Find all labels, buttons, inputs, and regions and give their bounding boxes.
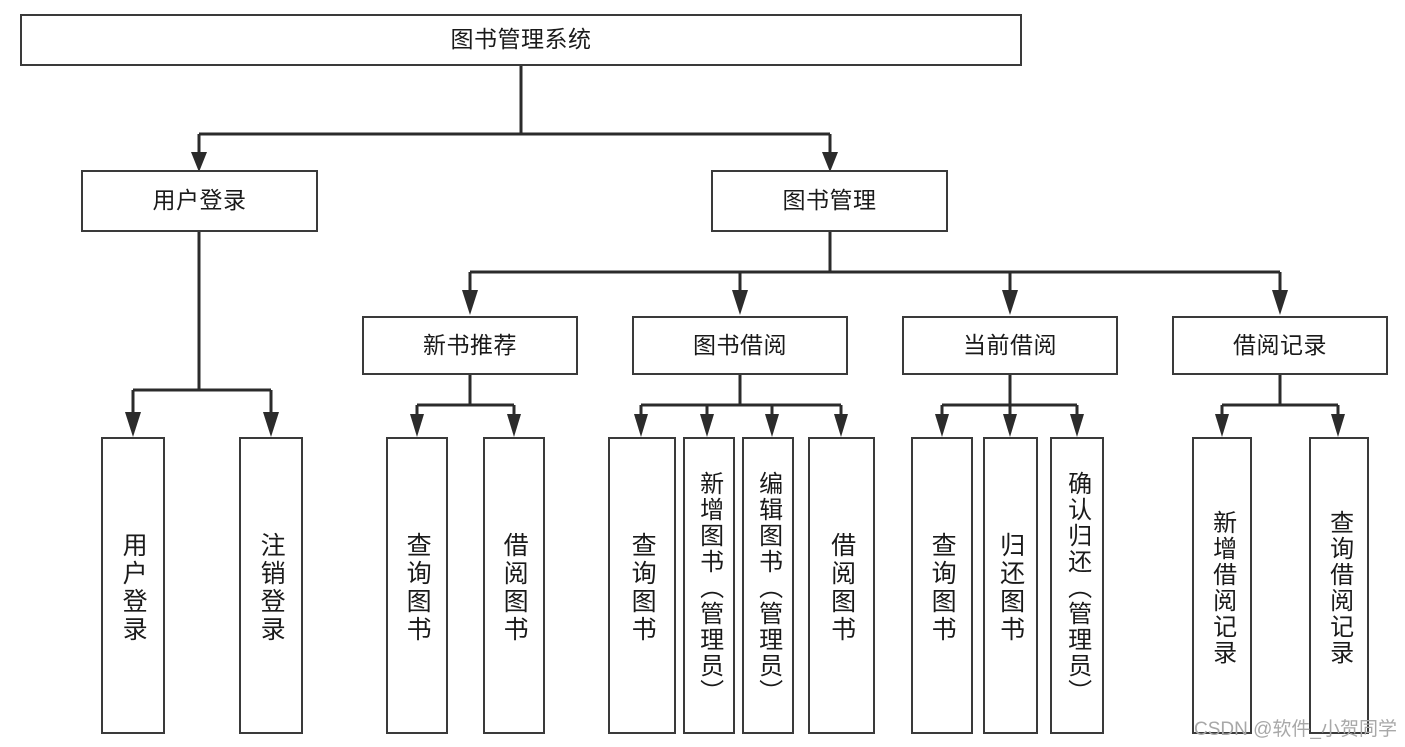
- node-label: 用户登录: [119, 531, 148, 644]
- leaf-book-borrow-borrow-book[interactable]: 借阅图书: [808, 437, 875, 734]
- node-label: 确认归还（管理员）: [1063, 470, 1091, 705]
- node-book-borrow[interactable]: 图书借阅: [632, 316, 848, 375]
- node-label: 归还图书: [996, 531, 1025, 644]
- leaf-current-borrow-return-book[interactable]: 归还图书: [983, 437, 1038, 734]
- node-label: 新增图书（管理员）: [695, 470, 723, 705]
- node-label: 借阅记录: [1233, 331, 1327, 358]
- node-label: 新书推荐: [423, 331, 517, 358]
- node-label: 查询图书: [403, 531, 432, 644]
- leaf-borrow-record-add-record[interactable]: 新增借阅记录: [1192, 437, 1252, 734]
- leaf-new-book-query-book[interactable]: 查询图书: [386, 437, 448, 734]
- leaf-borrow-record-query-record[interactable]: 查询借阅记录: [1309, 437, 1369, 734]
- node-label: 当前借阅: [963, 331, 1057, 358]
- node-label: 图书管理: [782, 187, 877, 214]
- node-user-login[interactable]: 用户登录: [81, 170, 318, 232]
- node-label: 编辑图书（管理员）: [754, 470, 782, 705]
- node-label: 查询图书: [628, 531, 657, 644]
- leaf-new-book-borrow-book[interactable]: 借阅图书: [483, 437, 545, 734]
- node-borrow-record[interactable]: 借阅记录: [1172, 316, 1388, 375]
- node-label: 查询借阅记录: [1325, 509, 1353, 666]
- node-book-management[interactable]: 图书管理: [711, 170, 948, 232]
- leaf-book-borrow-query-book[interactable]: 查询图书: [608, 437, 676, 734]
- node-label: 借阅图书: [500, 531, 529, 644]
- node-label: 用户登录: [152, 187, 247, 214]
- leaf-book-borrow-edit-book-admin[interactable]: 编辑图书（管理员）: [742, 437, 794, 734]
- node-current-borrow[interactable]: 当前借阅: [902, 316, 1118, 375]
- node-label: 查询图书: [928, 531, 957, 644]
- node-root-book-management-system[interactable]: 图书管理系统: [20, 14, 1022, 66]
- node-label: 借阅图书: [827, 531, 856, 644]
- node-label: 注销登录: [257, 531, 286, 644]
- leaf-book-borrow-add-book-admin[interactable]: 新增图书（管理员）: [683, 437, 735, 734]
- node-new-book-recommend[interactable]: 新书推荐: [362, 316, 578, 375]
- node-label: 新增借阅记录: [1208, 509, 1236, 666]
- leaf-user-login-login[interactable]: 用户登录: [101, 437, 165, 734]
- node-label: 图书管理系统: [450, 26, 592, 53]
- leaf-current-borrow-query-book[interactable]: 查询图书: [911, 437, 973, 734]
- node-label: 图书借阅: [693, 331, 787, 358]
- csdn-watermark: CSDN @软件_小贺同学: [1194, 719, 1397, 740]
- leaf-user-login-logout[interactable]: 注销登录: [239, 437, 303, 734]
- leaf-current-borrow-confirm-return-admin[interactable]: 确认归还（管理员）: [1050, 437, 1104, 734]
